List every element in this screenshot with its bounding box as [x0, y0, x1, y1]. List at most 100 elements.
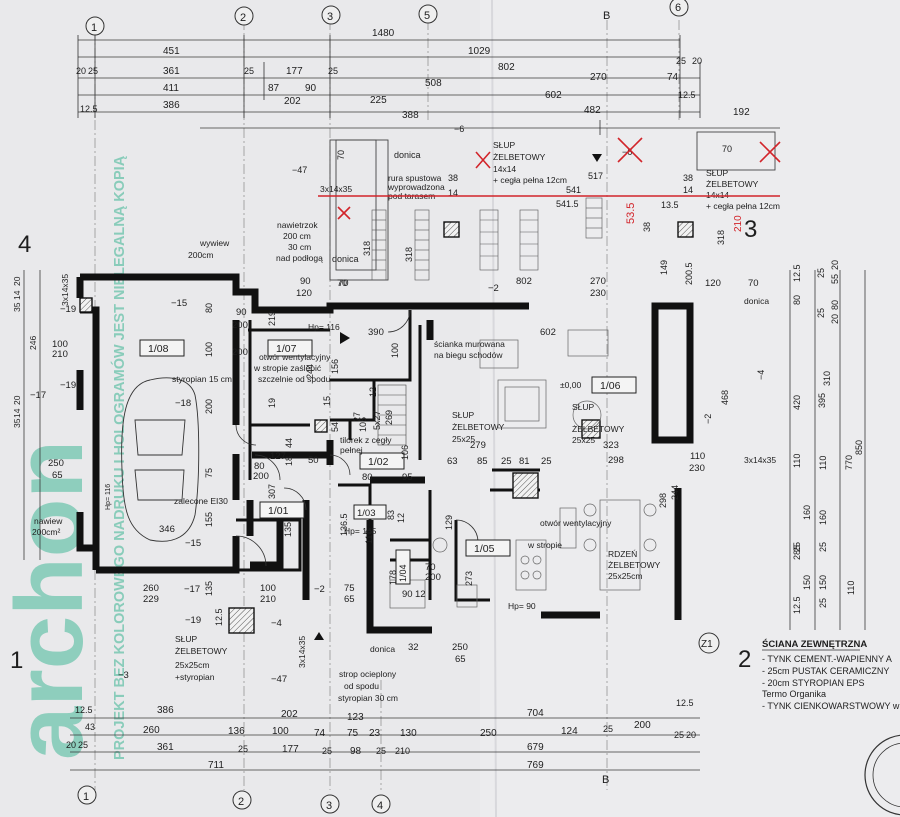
axis-top-6: 6: [675, 2, 681, 14]
svg-text:75: 75: [344, 583, 355, 594]
dim-361: 361: [163, 66, 180, 77]
svg-text:210: 210: [260, 594, 276, 605]
slup1-c: 14x14: [493, 164, 516, 174]
bdim-202: 202: [281, 709, 298, 720]
svg-text:−2: −2: [488, 283, 499, 294]
dim-25c: 25: [328, 66, 338, 76]
slup5-c: 25x25cm: [175, 660, 210, 670]
svg-text:25: 25: [818, 542, 828, 552]
axis-bottom-2: 2: [238, 796, 244, 808]
svg-text:178: 178: [388, 570, 398, 585]
svg-text:269: 269: [384, 410, 394, 425]
svg-text:260: 260: [143, 583, 159, 594]
svg-text:200: 200: [232, 320, 248, 331]
svg-text:−47: −47: [292, 165, 307, 175]
wall-legend: ŚCIANA ZEWNĘTRZNA - TYNK CEMENT.-WAPIENN…: [762, 638, 900, 711]
door-swings: [235, 309, 479, 567]
bdim-20b: 20: [686, 730, 696, 740]
svg-text:85: 85: [477, 456, 488, 467]
wywiew-b: 200cm: [188, 250, 214, 260]
left-dim-14b: 14: [12, 408, 22, 418]
slup2-a: SŁUP: [706, 168, 729, 178]
zero-level: ±0,00: [560, 380, 581, 390]
room-1-06: 1/06: [600, 380, 621, 392]
svg-text:80: 80: [254, 461, 265, 472]
zalecone-label: zalecone EI30: [174, 496, 228, 506]
archon-logo-text: archon: [0, 440, 103, 760]
slup5-a: SŁUP: [175, 634, 198, 644]
bdim-25e: 25: [674, 730, 684, 740]
svg-text:70: 70: [748, 278, 759, 289]
svg-text:135: 135: [283, 522, 293, 537]
svg-text:20: 20: [830, 260, 840, 270]
right-dimensions: 12.5 25 55 20 80 80 25 20 310 395 420 46…: [703, 260, 866, 630]
svg-text:−4: −4: [271, 618, 282, 629]
dim-508: 508: [425, 78, 442, 89]
svg-text:100: 100: [260, 583, 276, 594]
svg-text:100: 100: [52, 339, 68, 350]
rura-label-1: rura spustowa: [388, 173, 442, 183]
svg-text:323: 323: [603, 440, 619, 451]
svg-text:200.5: 200.5: [684, 262, 694, 285]
bdim-20: 20: [66, 740, 76, 750]
svg-text:−6: −6: [454, 124, 464, 134]
section-arrows: [314, 154, 602, 640]
svg-text:318: 318: [404, 247, 414, 262]
svg-text:55: 55: [830, 274, 840, 284]
svg-text:27: 27: [352, 412, 362, 422]
left-dim-35b: 35: [12, 418, 22, 428]
bdim-679: 679: [527, 742, 544, 753]
svg-text:80: 80: [362, 472, 373, 483]
axis-left-1: 1: [10, 647, 23, 674]
slup2-c: 14x14: [706, 190, 729, 200]
svg-text:−19: −19: [185, 615, 201, 626]
svg-text:273: 273: [464, 571, 474, 586]
svg-text:25: 25: [541, 456, 552, 467]
car-icon: [121, 377, 200, 542]
svg-text:420: 420: [792, 395, 802, 410]
svg-text:25: 25: [501, 456, 512, 467]
bdim-361: 361: [157, 742, 174, 753]
svg-text:541.5: 541.5: [556, 199, 579, 209]
svg-text:−2: −2: [703, 414, 713, 424]
bdim-250: 250: [480, 728, 497, 739]
red-markup: 53.5 210: [318, 137, 781, 232]
strop-c: styropian 30 cm: [338, 693, 398, 703]
nawietrzak-b: 200 cm: [283, 231, 311, 241]
sciana-line-2: - 25cm PUSTAK CERAMICZNY: [762, 666, 889, 676]
svg-text:38: 38: [448, 173, 458, 183]
svg-text:129: 129: [444, 515, 454, 530]
svg-text:12: 12: [396, 513, 406, 523]
svg-text:200: 200: [253, 471, 269, 482]
building-walls: [76, 273, 694, 634]
room-1-04: 1/04: [398, 564, 408, 582]
axis-markers: 1 2 3 5 B 6 1 2 3 4 B 4 1 3 2 Z1: [10, 0, 757, 814]
svg-text:850: 850: [854, 440, 864, 455]
bdim-711: 711: [208, 760, 224, 771]
svg-text:120: 120: [705, 278, 721, 289]
bdim-23: 23: [369, 728, 381, 739]
bdim-98: 98: [350, 746, 362, 757]
svg-text:53.5: 53.5: [625, 203, 637, 224]
room-1-03: 1/03: [357, 508, 376, 519]
svg-text:90: 90: [236, 307, 247, 318]
bottom-dimensions: 12.5 386 202 123 704 12.5 43 260 136 100…: [66, 698, 700, 771]
dim-20: 20: [76, 66, 86, 76]
svg-text:802: 802: [516, 276, 532, 287]
svg-text:100: 100: [390, 343, 400, 358]
staircase: [377, 384, 407, 446]
svg-text:298: 298: [608, 455, 624, 466]
svg-text:310: 310: [822, 371, 832, 386]
otwor-c: szczelnie od spodu: [258, 374, 331, 384]
svg-text:106: 106: [400, 445, 410, 460]
dim-177: 177: [286, 66, 303, 77]
axis-top-b: B: [603, 10, 610, 22]
annotations: nawietrzok 200 cm 30 cm nad podłogą wywi…: [32, 220, 776, 703]
bdim-177: 177: [282, 744, 299, 755]
svg-text:12: 12: [368, 387, 378, 397]
svg-text:150: 150: [802, 575, 812, 590]
svg-text:95: 95: [402, 472, 413, 483]
strop-b: od spodu: [344, 681, 379, 691]
svg-text:19: 19: [267, 398, 277, 408]
